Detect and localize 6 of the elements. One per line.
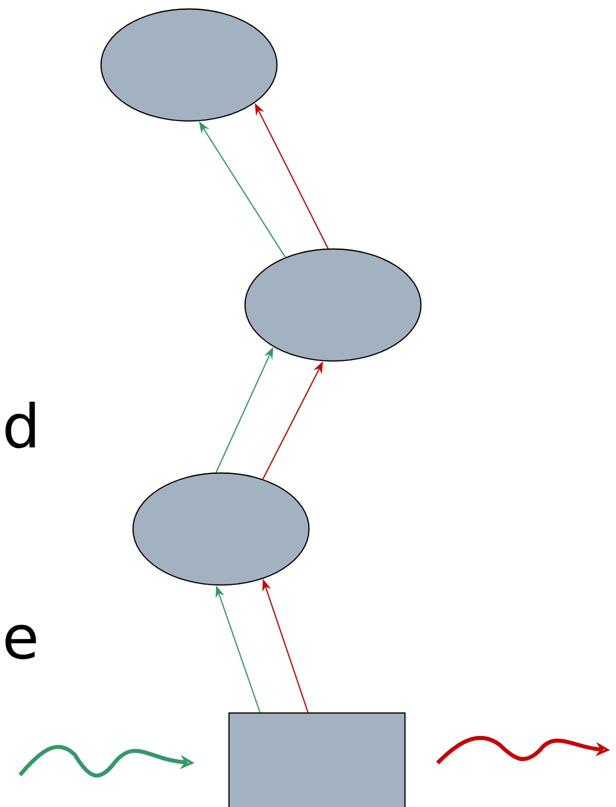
box-node xyxy=(228,712,406,807)
ellipse-node xyxy=(100,8,278,122)
side-letter: d xyxy=(6,402,35,448)
ellipse-node xyxy=(132,472,310,586)
ellipse-node xyxy=(244,248,422,362)
side-letter: e xyxy=(6,624,36,660)
